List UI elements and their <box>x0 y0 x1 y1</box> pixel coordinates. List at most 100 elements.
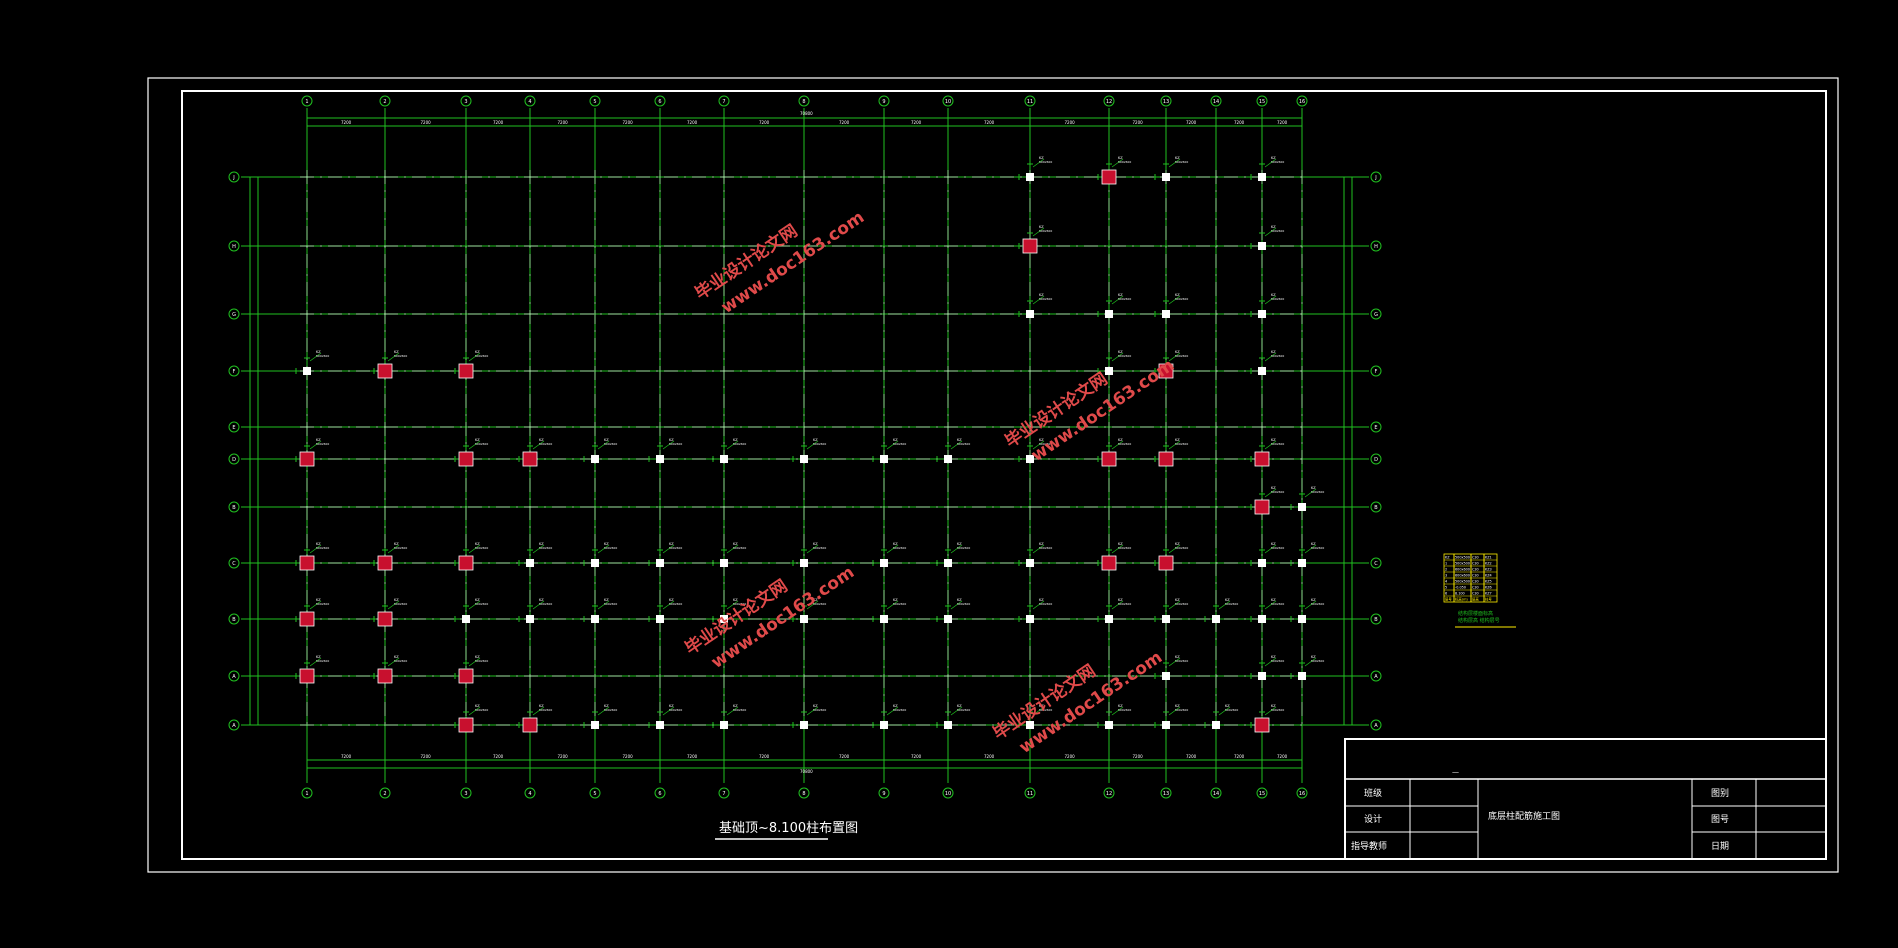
svg-text:KZ: KZ <box>813 438 818 442</box>
axis-bubble <box>301 787 313 799</box>
title-block-label-category: 图别 <box>1711 788 1729 799</box>
title-block-drawing-name: 底层柱配筋施工图 <box>1488 810 1560 822</box>
legend-cell: 2 <box>1445 568 1447 572</box>
svg-text:KZ: KZ <box>539 598 544 602</box>
dimension-text: 7200 <box>687 754 698 759</box>
svg-text:KZ: KZ <box>957 542 962 546</box>
svg-text:KZ: KZ <box>475 655 480 659</box>
dimension-text: 7200 <box>1133 120 1144 125</box>
svg-text:KZ: KZ <box>394 542 399 546</box>
axis-bubble-label: F <box>1375 369 1378 375</box>
dimension-text: 7200 <box>1277 754 1288 759</box>
legend-cell: 柱号 <box>1485 597 1492 602</box>
svg-text:KZ: KZ <box>1039 704 1044 708</box>
svg-text:KZ: KZ <box>316 598 321 602</box>
svg-text:KZ: KZ <box>669 598 674 602</box>
axis-bubble-label: 4 <box>528 99 531 105</box>
axis-bubble <box>1103 95 1115 107</box>
svg-text:500x500: 500x500 <box>733 708 746 712</box>
axis-bubble-label: 8 <box>802 99 805 105</box>
svg-text:500x500: 500x500 <box>1039 160 1052 164</box>
dimension-text: 7200 <box>421 120 432 125</box>
title-block-label-advisor: 指导教师 <box>1351 840 1387 852</box>
axis-bubble-label: A <box>1374 674 1378 680</box>
svg-text:KZ: KZ <box>604 542 609 546</box>
legend-cell: C30 <box>1472 592 1479 596</box>
legend-cell: 600x600 <box>1455 574 1470 578</box>
svg-text:500x500: 500x500 <box>316 442 329 446</box>
svg-text:500x500: 500x500 <box>604 602 617 606</box>
axis-bubble-label: 16 <box>1299 99 1305 105</box>
svg-text:KZ: KZ <box>316 542 321 546</box>
column-marks: KZ500x500KZ500x500KZ500x500KZ500x500KZ50… <box>295 156 1324 733</box>
svg-text:KZ: KZ <box>539 542 544 546</box>
svg-text:KZ: KZ <box>893 598 898 602</box>
legend-cell: C30 <box>1472 568 1479 572</box>
svg-text:500x500: 500x500 <box>1225 602 1238 606</box>
svg-text:KZ: KZ <box>669 438 674 442</box>
axis-bubble-label: 10 <box>945 99 951 105</box>
legend-cell: 4 <box>1445 580 1447 584</box>
axis-bubble <box>798 787 810 799</box>
dimension-text: 7200 <box>421 754 432 759</box>
svg-text:500x500: 500x500 <box>1039 297 1052 301</box>
dimension-text: 7200 <box>759 120 770 125</box>
svg-text:500x500: 500x500 <box>733 602 746 606</box>
svg-text:500x500: 500x500 <box>1175 659 1188 663</box>
svg-text:500x500: 500x500 <box>893 442 906 446</box>
legend-cell: KZ5 <box>1485 580 1492 584</box>
svg-text:500x500: 500x500 <box>604 546 617 550</box>
svg-text:500x500: 500x500 <box>1175 297 1188 301</box>
svg-text:500x500: 500x500 <box>394 354 407 358</box>
svg-text:KZ: KZ <box>1271 225 1276 229</box>
svg-text:KZ: KZ <box>1271 438 1276 442</box>
axis-bubble-label: E <box>1374 425 1377 431</box>
axis-bubble <box>1370 501 1382 513</box>
axis-bubble-label: 11 <box>1027 791 1033 797</box>
legend-subcaption: 结构层高 结构层号 <box>1458 617 1500 624</box>
svg-text:500x500: 500x500 <box>1271 297 1284 301</box>
svg-text:500x500: 500x500 <box>1271 546 1284 550</box>
dimension-text: 7200 <box>493 754 504 759</box>
svg-text:KZ: KZ <box>1118 598 1123 602</box>
svg-text:KZ: KZ <box>1311 598 1316 602</box>
svg-text:KZ: KZ <box>1039 293 1044 297</box>
svg-text:KZ: KZ <box>1039 598 1044 602</box>
svg-text:KZ: KZ <box>1118 293 1123 297</box>
axis-bubble <box>1024 95 1036 107</box>
dimension-text: 7200 <box>558 120 569 125</box>
legend-cell: C30 <box>1472 586 1479 590</box>
axis-bubble <box>1370 240 1382 252</box>
svg-text:KZ: KZ <box>893 438 898 442</box>
svg-text:KZ: KZ <box>394 598 399 602</box>
svg-text:500x500: 500x500 <box>1118 160 1131 164</box>
svg-text:500x500: 500x500 <box>316 546 329 550</box>
axis-bubble <box>228 719 240 731</box>
svg-text:500x500: 500x500 <box>669 546 682 550</box>
legend-cell: 500x500 <box>1455 556 1470 560</box>
title-block-top-label: — <box>1452 768 1459 776</box>
